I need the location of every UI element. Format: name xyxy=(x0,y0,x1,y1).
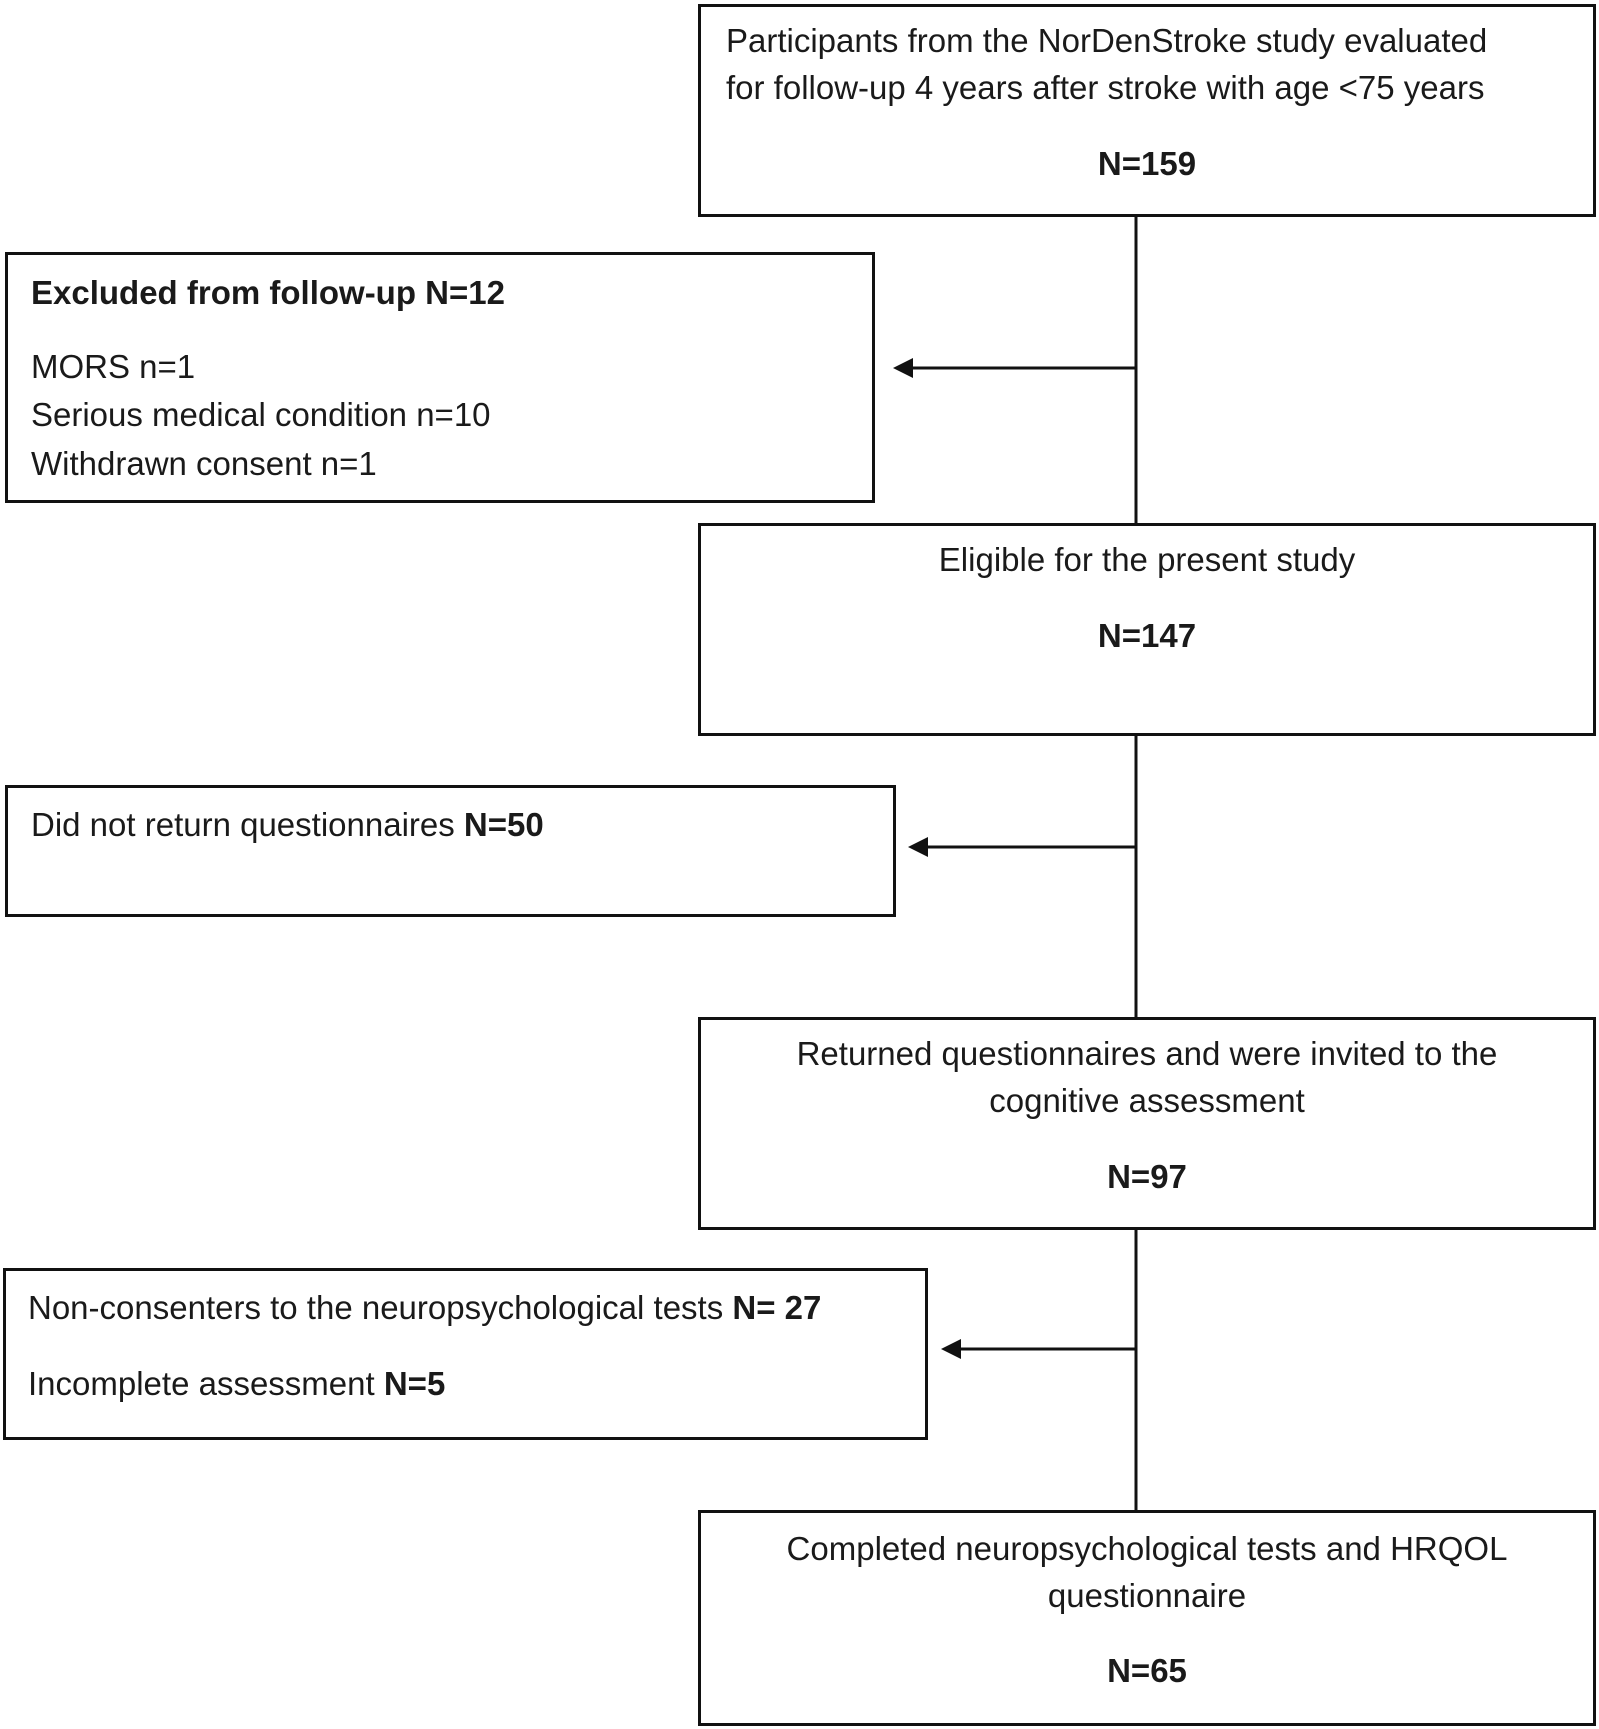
non-consent-box: Non-consenters to the neuropsychological… xyxy=(3,1268,928,1440)
excluded-item-consent: Withdrawn consent n=1 xyxy=(31,445,377,482)
not-returned-box: Did not return questionnaires N=50 xyxy=(5,785,896,917)
returned-box: Returned questionnaires and were invited… xyxy=(698,1017,1596,1230)
completed-box: Completed neuropsychological tests and H… xyxy=(698,1510,1596,1726)
participants-count: N=159 xyxy=(1097,145,1197,182)
completed-line-2: questionnaire xyxy=(1047,1577,1247,1614)
returned-line-1: Returned questionnaires and were invited… xyxy=(796,1035,1498,1072)
not-returned-count: N=50 xyxy=(463,806,544,843)
non-consent-count: N= 27 xyxy=(732,1289,822,1326)
non-consent-line-1: Non-consenters to the neuropsychological… xyxy=(28,1284,821,1331)
excluded-item-medical: Serious medical condition n=10 xyxy=(31,396,491,433)
participants-line-1: Participants from the NorDenStroke study… xyxy=(726,22,1488,59)
returned-count: N=97 xyxy=(1107,1158,1187,1195)
arrowhead-left-icon xyxy=(893,358,913,378)
incomplete-count: N=5 xyxy=(383,1365,446,1402)
excluded-box: Excluded from follow-up N=12 MORS n=1 Se… xyxy=(5,252,875,503)
incomplete-label: Incomplete assessment xyxy=(28,1365,384,1402)
completed-count: N=65 xyxy=(1107,1652,1187,1689)
eligible-box: Eligible for the present study N=147 xyxy=(698,523,1596,736)
excluded-title: Excluded from follow-up N=12 xyxy=(31,274,505,311)
arrowhead-left-icon xyxy=(941,1339,961,1359)
excluded-item-mors: MORS n=1 xyxy=(31,348,196,385)
non-consent-label: Non-consenters to the neuropsychological… xyxy=(28,1289,733,1326)
incomplete-line: Incomplete assessment N=5 xyxy=(28,1360,445,1407)
eligible-count: N=147 xyxy=(1097,617,1197,654)
arrowhead-left-icon xyxy=(908,837,928,857)
completed-line-1: Completed neuropsychological tests and H… xyxy=(786,1530,1508,1567)
not-returned-label: Did not return questionnaires xyxy=(31,806,464,843)
participants-line-2: for follow-up 4 years after stroke with … xyxy=(726,69,1485,106)
participants-box: Participants from the NorDenStroke study… xyxy=(698,4,1596,217)
returned-line-2: cognitive assessment xyxy=(989,1082,1305,1119)
not-returned-text-line: Did not return questionnaires N=50 xyxy=(31,801,544,848)
eligible-line-1: Eligible for the present study xyxy=(938,541,1356,578)
